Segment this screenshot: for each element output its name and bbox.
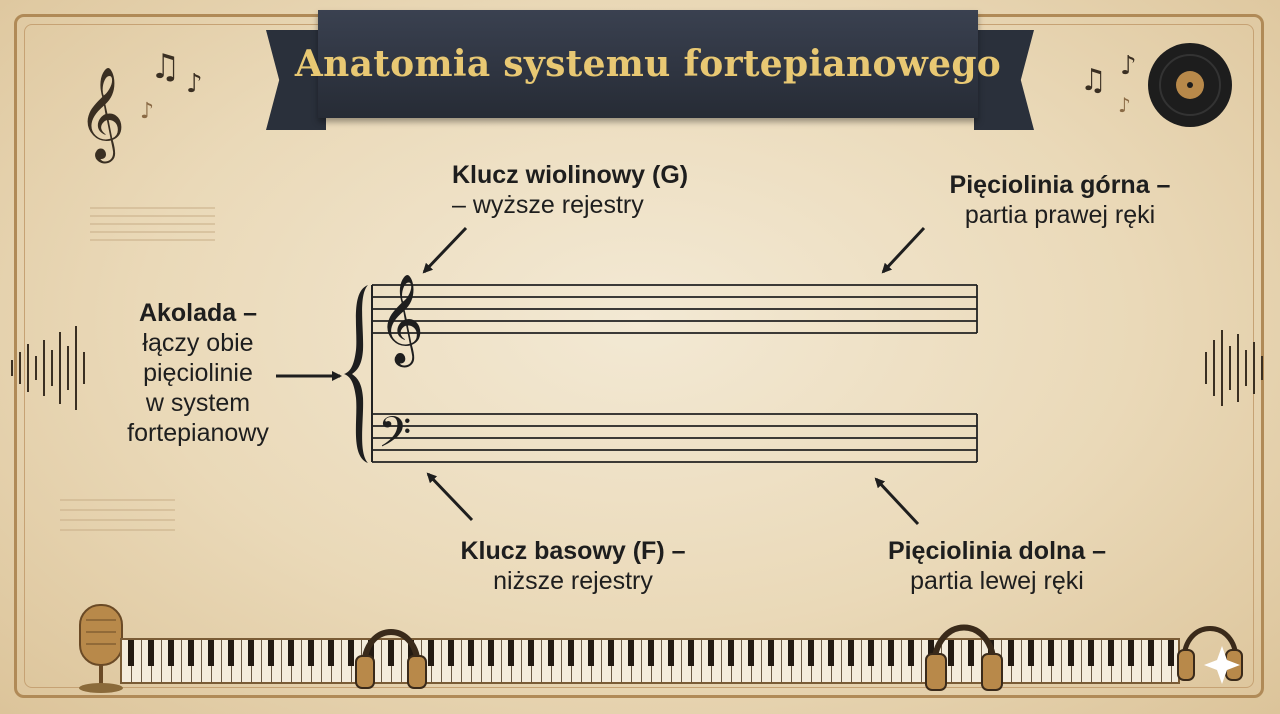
label-lower-staff: Pięciolinia dolna – partia lewej ręki [852,536,1142,596]
arrow-lower-staff [874,477,920,526]
label-bass-clef-desc: niższe rejestry [493,567,653,595]
svg-text:𝄞: 𝄞 [78,66,125,163]
microphone-icon [79,604,123,693]
headphones-icon-right [925,624,1003,691]
brace-icon [344,285,368,463]
label-brace-line-3: w system [145,389,251,417]
label-treble-clef-desc: – wyższe rejestry [452,191,644,219]
label-brace-title: Akolada – [138,299,258,327]
label-upper-staff-desc: partia prawej ręki [964,201,1156,229]
sound-wave-left-icon [11,326,85,410]
page-title: Anatomia systemu fortepianowego [294,43,1002,85]
sparkle-icon [1204,646,1240,684]
label-brace: Akolada – łączy obie pięciolinie w syste… [98,298,298,448]
svg-text:♪: ♪ [1118,93,1131,117]
label-treble-clef-title: Klucz wiolinowy (G) [452,161,689,189]
svg-text:♫: ♫ [150,47,180,87]
label-brace-line-4: fortepianowy [127,419,269,447]
arrow-treble-clef [422,226,468,274]
vinyl-record-icon [1148,43,1232,127]
label-treble-clef: Klucz wiolinowy (G) – wyższe rejestry [452,160,688,220]
headphones-icon-corner [1177,626,1243,681]
title-banner: Anatomia systemu fortepianowego [295,10,1001,118]
staff-ornament-left [60,207,215,531]
arrow-upper-staff [881,226,926,274]
arrow-bass-clef [426,472,474,522]
label-lower-staff-title: Pięciolinia dolna – [887,537,1107,565]
label-upper-staff: Pięciolinia górna – partia prawej ręki [920,170,1200,230]
svg-text:♪: ♪ [140,99,154,124]
music-notes-icon: 𝄞 ♫ ♪ ♪ ♫ ♪ ♪ [78,47,1137,163]
svg-text:♫: ♫ [1080,63,1107,98]
lower-staff [372,413,977,463]
sound-wave-right-icon [1205,330,1263,406]
label-lower-staff-desc: partia lewej ręki [910,567,1084,595]
label-upper-staff-title: Pięciolinia górna – [949,171,1171,199]
svg-text:♪: ♪ [1120,51,1137,81]
upper-staff [372,284,977,334]
headphones-icon [355,629,427,689]
treble-clef-icon: 𝄞 [378,274,424,368]
svg-text:♪: ♪ [186,69,203,99]
label-brace-line-1: łączy obie [142,329,254,357]
label-bass-clef-title: Klucz basowy (F) – [460,537,686,565]
label-brace-line-2: pięciolinie [143,359,253,387]
label-bass-clef: Klucz basowy (F) – niższe rejestry [428,536,718,596]
bass-clef-icon: 𝄢 [378,408,411,468]
